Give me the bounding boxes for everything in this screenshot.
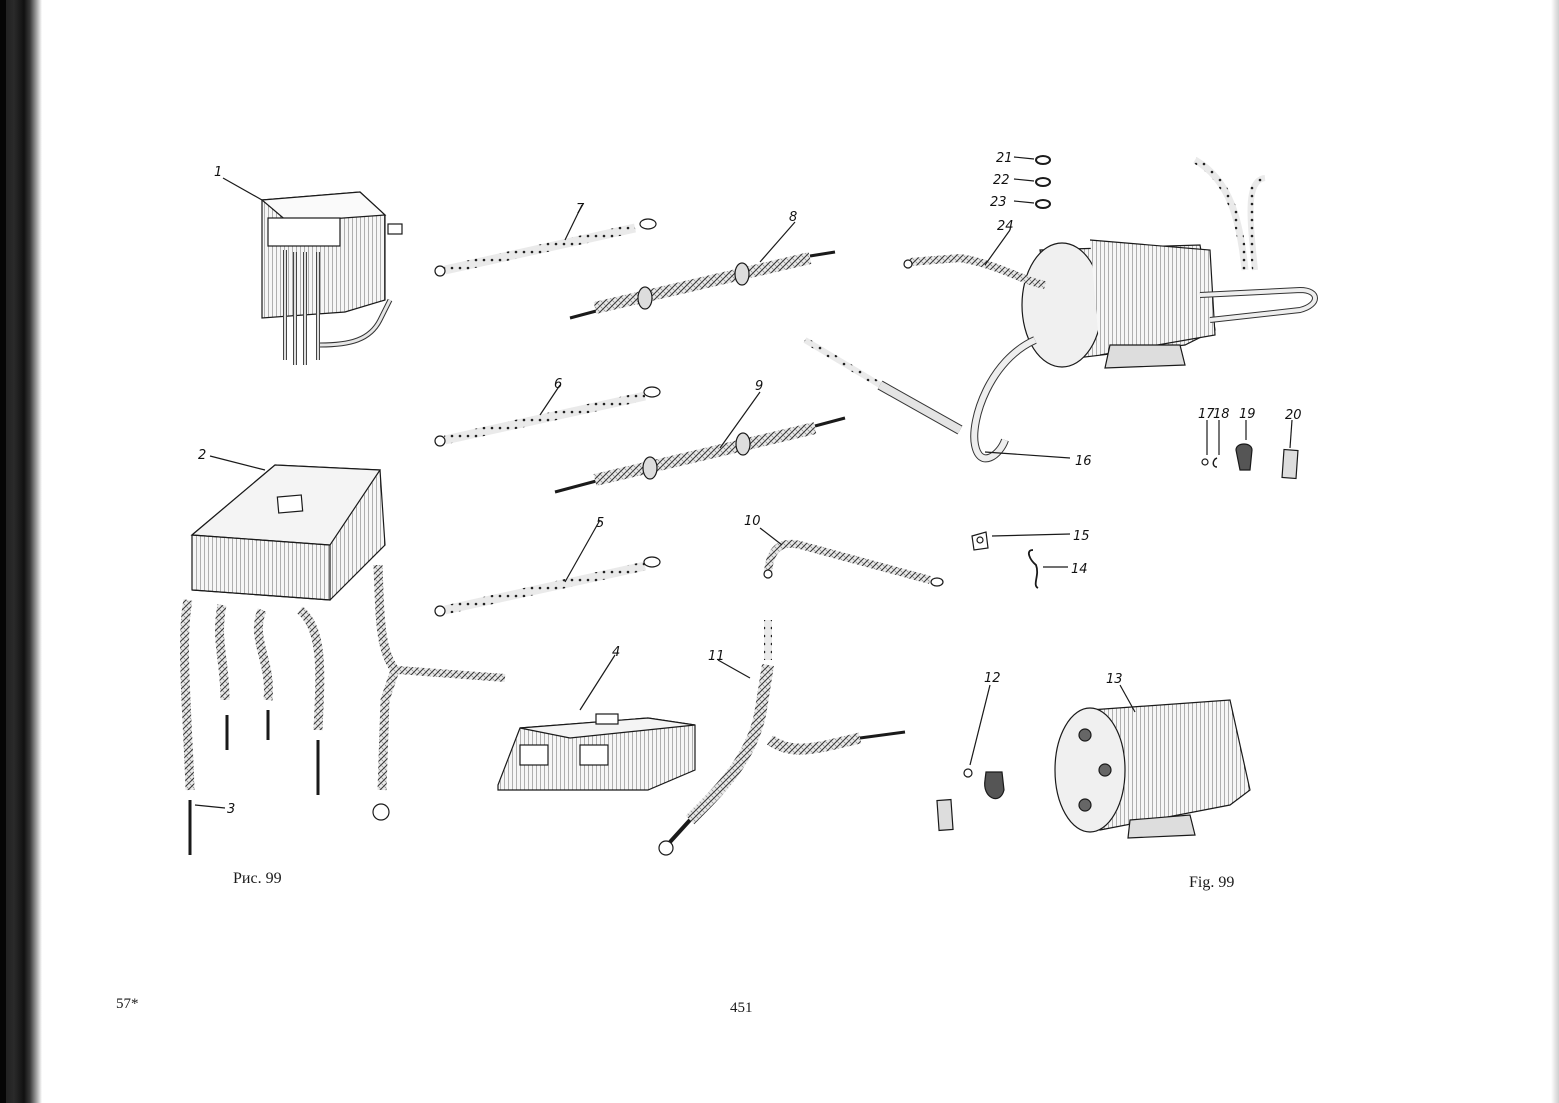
printer-signature-mark: 57* xyxy=(116,996,139,1012)
book-binding-shadow xyxy=(0,0,42,1103)
label-4: 4 xyxy=(612,645,620,660)
label-21: 21 xyxy=(996,151,1013,166)
part-1-relay-box xyxy=(260,191,403,365)
label-8: 8 xyxy=(789,210,797,225)
label-6: 6 xyxy=(554,377,562,392)
label-14: 14 xyxy=(1071,562,1088,577)
part-6-lead xyxy=(434,386,661,447)
leader-15 xyxy=(991,533,1071,537)
part-11-t-harness xyxy=(658,620,906,856)
binding-edge xyxy=(0,0,6,1103)
leader-9 xyxy=(719,391,761,449)
part-12-clamp xyxy=(936,768,1005,832)
part-21-23-washers xyxy=(1013,155,1051,209)
label-20: 20 xyxy=(1285,408,1302,423)
label-12: 12 xyxy=(984,671,1001,686)
label-16: 16 xyxy=(1075,454,1092,469)
label-24: 24 xyxy=(997,219,1014,234)
part-10-bent-lead xyxy=(763,539,944,587)
label-22: 22 xyxy=(993,173,1010,188)
part-14-spring-clip xyxy=(1027,549,1039,589)
page-right-edge xyxy=(1551,0,1559,1103)
part-13-generator xyxy=(1054,699,1251,839)
label-11: 11 xyxy=(708,649,725,664)
part-number-labels: 1 2 3 4 5 6 7 8 9 10 11 12 13 14 15 16 1… xyxy=(198,151,1302,817)
leader-13 xyxy=(1119,684,1136,713)
part-17-20-small-hardware xyxy=(1201,419,1299,480)
part-9-shielded-cable xyxy=(554,416,846,494)
leader-10 xyxy=(759,527,783,546)
part-2-voltage-regulator xyxy=(180,464,506,855)
part-8-shielded-cable xyxy=(569,250,836,320)
part-16-lead xyxy=(803,337,963,435)
label-7: 7 xyxy=(576,202,585,217)
part-generator-assembly-top xyxy=(903,156,1318,463)
leader-16 xyxy=(984,451,1071,459)
part-15-terminal xyxy=(971,531,989,551)
label-1: 1 xyxy=(214,165,222,180)
label-9: 9 xyxy=(755,379,763,394)
label-13: 13 xyxy=(1106,672,1123,687)
leader-5 xyxy=(564,519,601,583)
leader-11 xyxy=(717,659,751,679)
leader-1 xyxy=(222,177,263,201)
leader-12 xyxy=(969,684,991,766)
label-5: 5 xyxy=(596,516,604,531)
label-17: 17 xyxy=(1198,407,1215,422)
part-4-relay-unit xyxy=(497,713,696,791)
label-18: 18 xyxy=(1213,407,1230,422)
figure-caption-english: Fig. 99 xyxy=(1189,874,1235,891)
page-number: 451 xyxy=(730,1000,753,1016)
label-2: 2 xyxy=(198,448,206,463)
label-15: 15 xyxy=(1073,529,1090,544)
leader-3 xyxy=(194,804,226,809)
part-7-lead xyxy=(434,218,657,277)
label-23: 23 xyxy=(990,195,1007,210)
label-10: 10 xyxy=(744,514,761,529)
leader-7 xyxy=(564,204,583,241)
label-3: 3 xyxy=(227,802,235,817)
leader-2 xyxy=(209,455,266,471)
leader-24 xyxy=(984,229,1011,266)
figure-caption-russian: Рис. 99 xyxy=(233,870,282,887)
leader-8 xyxy=(759,221,796,263)
label-19: 19 xyxy=(1239,407,1256,422)
leader-4 xyxy=(579,654,616,711)
part-5-lead xyxy=(434,556,661,617)
leader-6 xyxy=(539,384,561,416)
